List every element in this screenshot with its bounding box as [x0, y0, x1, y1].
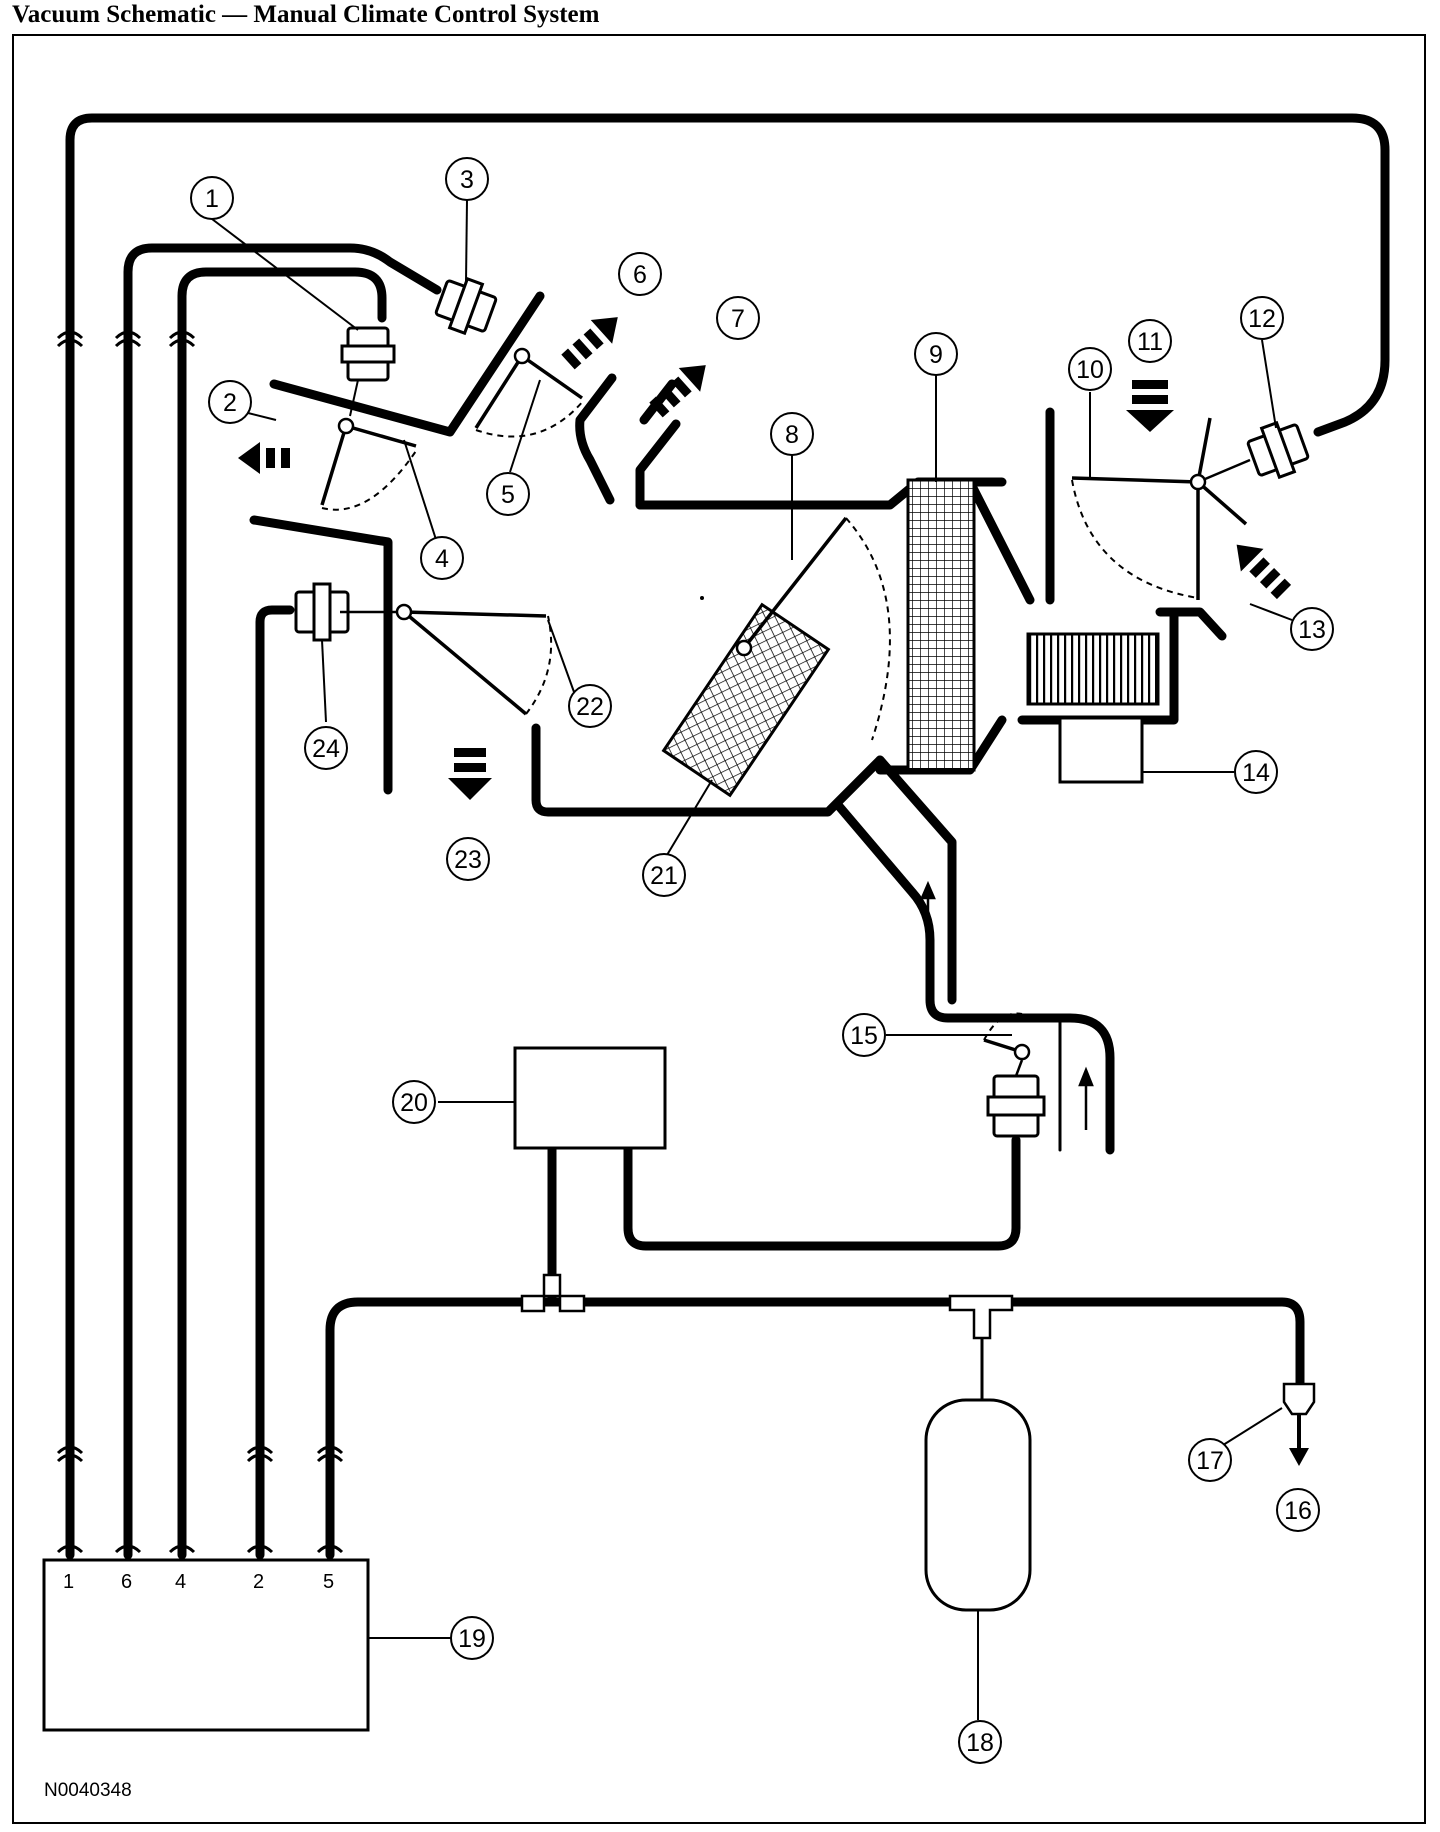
callout-label: 4: [435, 545, 449, 573]
hose-connectors: [56, 330, 643, 1554]
vacuum-module: [513, 1046, 667, 1150]
actuator-1: [340, 326, 396, 382]
callout-4: 4: [420, 536, 464, 580]
actuator-3: [434, 276, 498, 336]
control-port-label: 1: [63, 1571, 74, 1593]
callout-label: 17: [1196, 1447, 1224, 1475]
diagram-frame: [12, 34, 1426, 1824]
actuator-recirc: [986, 1074, 1046, 1138]
callout-10: 10: [1068, 347, 1112, 391]
door-pivots: [337, 347, 1207, 1061]
control-assembly: [42, 1558, 370, 1732]
callout-label: 11: [1137, 328, 1163, 356]
check-valve: [1282, 1382, 1316, 1416]
hose-port-1: [65, 113, 1390, 1560]
hose-port-6: [123, 243, 442, 1560]
callout-label: 23: [454, 846, 482, 874]
blower-wheel: [1026, 632, 1160, 706]
hose-port-2: [255, 605, 295, 1560]
callout-label: 9: [929, 341, 943, 369]
airflow-arrow-icon: [448, 748, 492, 800]
callout-label: 2: [223, 389, 237, 417]
callout-label: 13: [1298, 616, 1326, 644]
hose-module-to-recirc: [623, 1135, 1021, 1251]
callout-13: 13: [1290, 607, 1334, 651]
callout-7: 7: [716, 296, 760, 340]
airflow-arrows: [238, 317, 1292, 800]
callout-label: 16: [1284, 1497, 1312, 1525]
callouts: 1 2 3 4 5 6 7 8 9 10 11 12 13 14 15 16 1…: [190, 157, 1334, 1764]
doors: [320, 354, 1251, 1054]
down-arrow-icon: [1289, 1448, 1309, 1466]
callout-label: 3: [460, 166, 474, 194]
callout-label: 21: [650, 862, 678, 890]
callout-label: 1: [205, 185, 219, 213]
callout-17: 17: [1188, 1438, 1232, 1482]
leader-lines: [211, 199, 1293, 1720]
vacuum-reservoir: [924, 1398, 1032, 1612]
hose-tee: [520, 1273, 586, 1313]
page-title: Vacuum Schematic — Manual Climate Contro…: [12, 1, 600, 28]
callout-label: 12: [1248, 305, 1276, 333]
hose-tee: [948, 1294, 1014, 1340]
blower-motor: [1058, 716, 1144, 784]
control-port-label: 5: [323, 1571, 334, 1593]
callout-label: 24: [312, 735, 340, 763]
callout-label: 7: [731, 305, 745, 333]
callout-label: 14: [1242, 759, 1270, 787]
callout-5: 5: [486, 472, 530, 516]
evaporator-core: [906, 478, 976, 772]
heater-core: [661, 602, 831, 798]
airflow-arrow-icon: [561, 317, 618, 370]
callout-20: 20: [392, 1080, 436, 1124]
callout-22: 22: [568, 684, 612, 728]
airflow-arrow-icon: [238, 442, 290, 474]
callout-label: 6: [633, 261, 647, 289]
callout-14: 14: [1234, 750, 1278, 794]
control-port-labels: 1 6 4 2 5: [63, 1571, 334, 1593]
callout-label: 8: [785, 421, 799, 449]
airflow-arrow-icon: [1236, 544, 1292, 600]
callout-label: 10: [1076, 356, 1104, 384]
hose-port-5: [325, 1297, 1305, 1560]
callout-19: 19: [450, 1616, 494, 1660]
actuator-12: [1246, 420, 1310, 480]
callout-6: 6: [618, 252, 662, 296]
vacuum-hoses: [65, 113, 1390, 1560]
callout-21: 21: [642, 853, 686, 897]
callout-label: 20: [400, 1089, 428, 1117]
callout-16: 16: [1276, 1488, 1320, 1532]
callout-12: 12: [1240, 296, 1284, 340]
callout-9: 9: [914, 332, 958, 376]
callout-label: 22: [576, 693, 604, 721]
callout-1: 1: [190, 176, 234, 220]
callout-18: 18: [958, 1720, 1002, 1764]
callout-2: 2: [208, 380, 252, 424]
control-port-label: 6: [121, 1571, 132, 1593]
intake-arrows: [920, 880, 1094, 1130]
callout-label: 19: [458, 1625, 486, 1653]
callout-24: 24: [304, 726, 348, 770]
callout-23: 23: [446, 837, 490, 881]
callout-8: 8: [770, 412, 814, 456]
control-port-label: 2: [253, 1571, 264, 1593]
callout-label: 5: [501, 481, 515, 509]
callout-15: 15: [842, 1013, 886, 1057]
callout-label: 18: [966, 1729, 994, 1757]
callout-label: 15: [850, 1022, 878, 1050]
figure-id: N0040348: [44, 1780, 132, 1801]
airflow-arrow-icon: [1126, 380, 1174, 432]
control-port-label: 4: [175, 1571, 186, 1593]
callout-11: 11: [1128, 319, 1172, 363]
callout-3: 3: [445, 157, 489, 201]
airflow-arrow-icon: [649, 365, 706, 418]
